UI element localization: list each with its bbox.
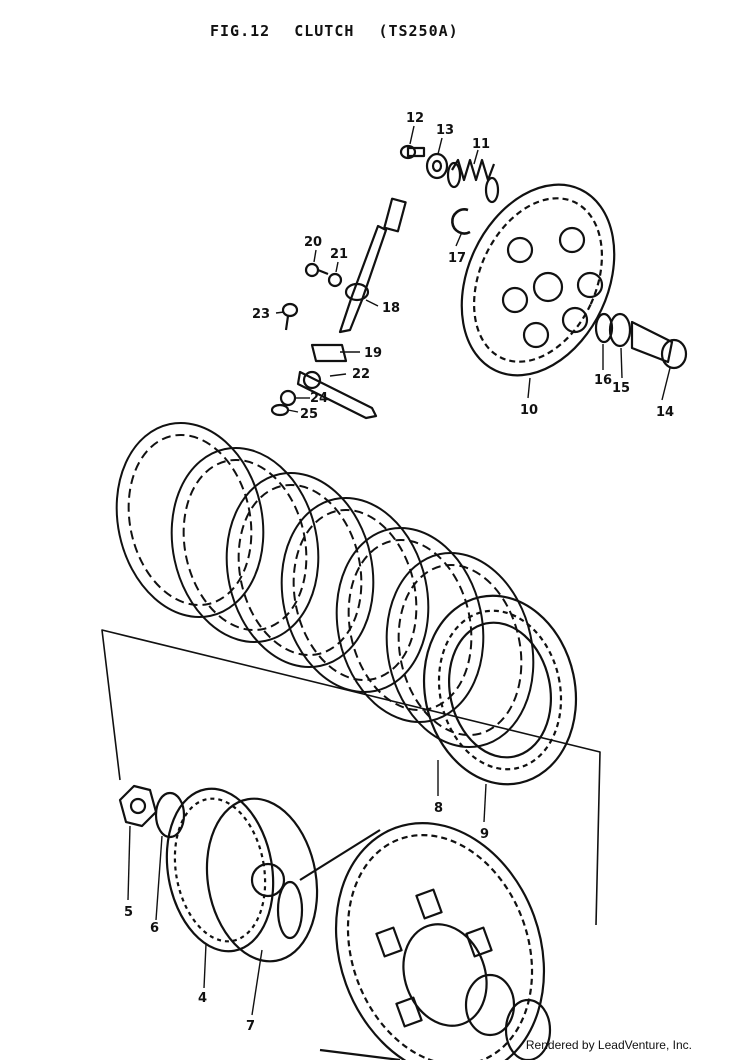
label-4: 4 (198, 991, 207, 1006)
label-9: 9 (480, 827, 489, 842)
part-17-circlip (451, 208, 471, 235)
clutch-housing (299, 822, 552, 1060)
label-10: 10 (520, 403, 538, 418)
part-19-seal (310, 343, 348, 363)
label-5: 5 (124, 905, 133, 920)
leader-lines (127, 125, 671, 1016)
figure-title: FIG.12 CLUTCH (TS250A) (210, 22, 473, 40)
part-12-bolt (399, 144, 426, 160)
part-24-washer (279, 389, 297, 407)
label-20: 20 (304, 235, 322, 250)
label-8: 8 (434, 801, 443, 816)
part-16-washer (594, 312, 614, 344)
label-18: 18 (382, 301, 400, 316)
part-7-spacer (276, 880, 304, 940)
clutch-plate-stack (115, 421, 535, 749)
figure-model: (TS250A) (378, 22, 459, 40)
label-14: 14 (656, 405, 674, 420)
label-15: 15 (612, 381, 630, 396)
label-23: 23 (252, 307, 270, 322)
figure-number: FIG.12 (210, 22, 271, 40)
label-7: 7 (246, 1019, 255, 1034)
figure-name: CLUTCH (294, 22, 355, 40)
label-19: 19 (364, 346, 382, 361)
label-25: 25 (300, 407, 318, 422)
part-11-spring (446, 158, 500, 204)
part-25-pin (270, 403, 290, 417)
part-23-screw (281, 302, 299, 331)
render-credit: Rendered by LeadVenture, Inc. (525, 1038, 692, 1052)
part-9-drive-plate (422, 594, 578, 786)
label-22: 22 (352, 367, 370, 382)
label-6: 6 (150, 921, 159, 936)
label-24: 24 (310, 391, 328, 406)
label-13: 13 (436, 123, 454, 138)
label-12: 12 (406, 111, 424, 126)
part-18-release-shaft (338, 197, 407, 334)
part-21-oring (327, 272, 343, 288)
part-6-washer (154, 791, 186, 839)
label-17: 17 (448, 251, 466, 266)
label-16: 16 (594, 373, 612, 388)
label-11: 11 (472, 137, 490, 152)
part-10-pressure-plate (460, 183, 616, 377)
part-14-push-piece (630, 320, 688, 370)
part-4-primary-gear (165, 787, 319, 963)
part-5-nut (118, 784, 158, 828)
part-15-bearing (608, 312, 632, 348)
part-22-release-lever (296, 370, 378, 420)
part-13-washer (425, 152, 449, 180)
part-labels: 12 13 11 17 20 21 18 23 19 22 24 25 10 1… (124, 111, 674, 1034)
label-21: 21 (330, 247, 348, 262)
part-20-screw (304, 262, 329, 278)
